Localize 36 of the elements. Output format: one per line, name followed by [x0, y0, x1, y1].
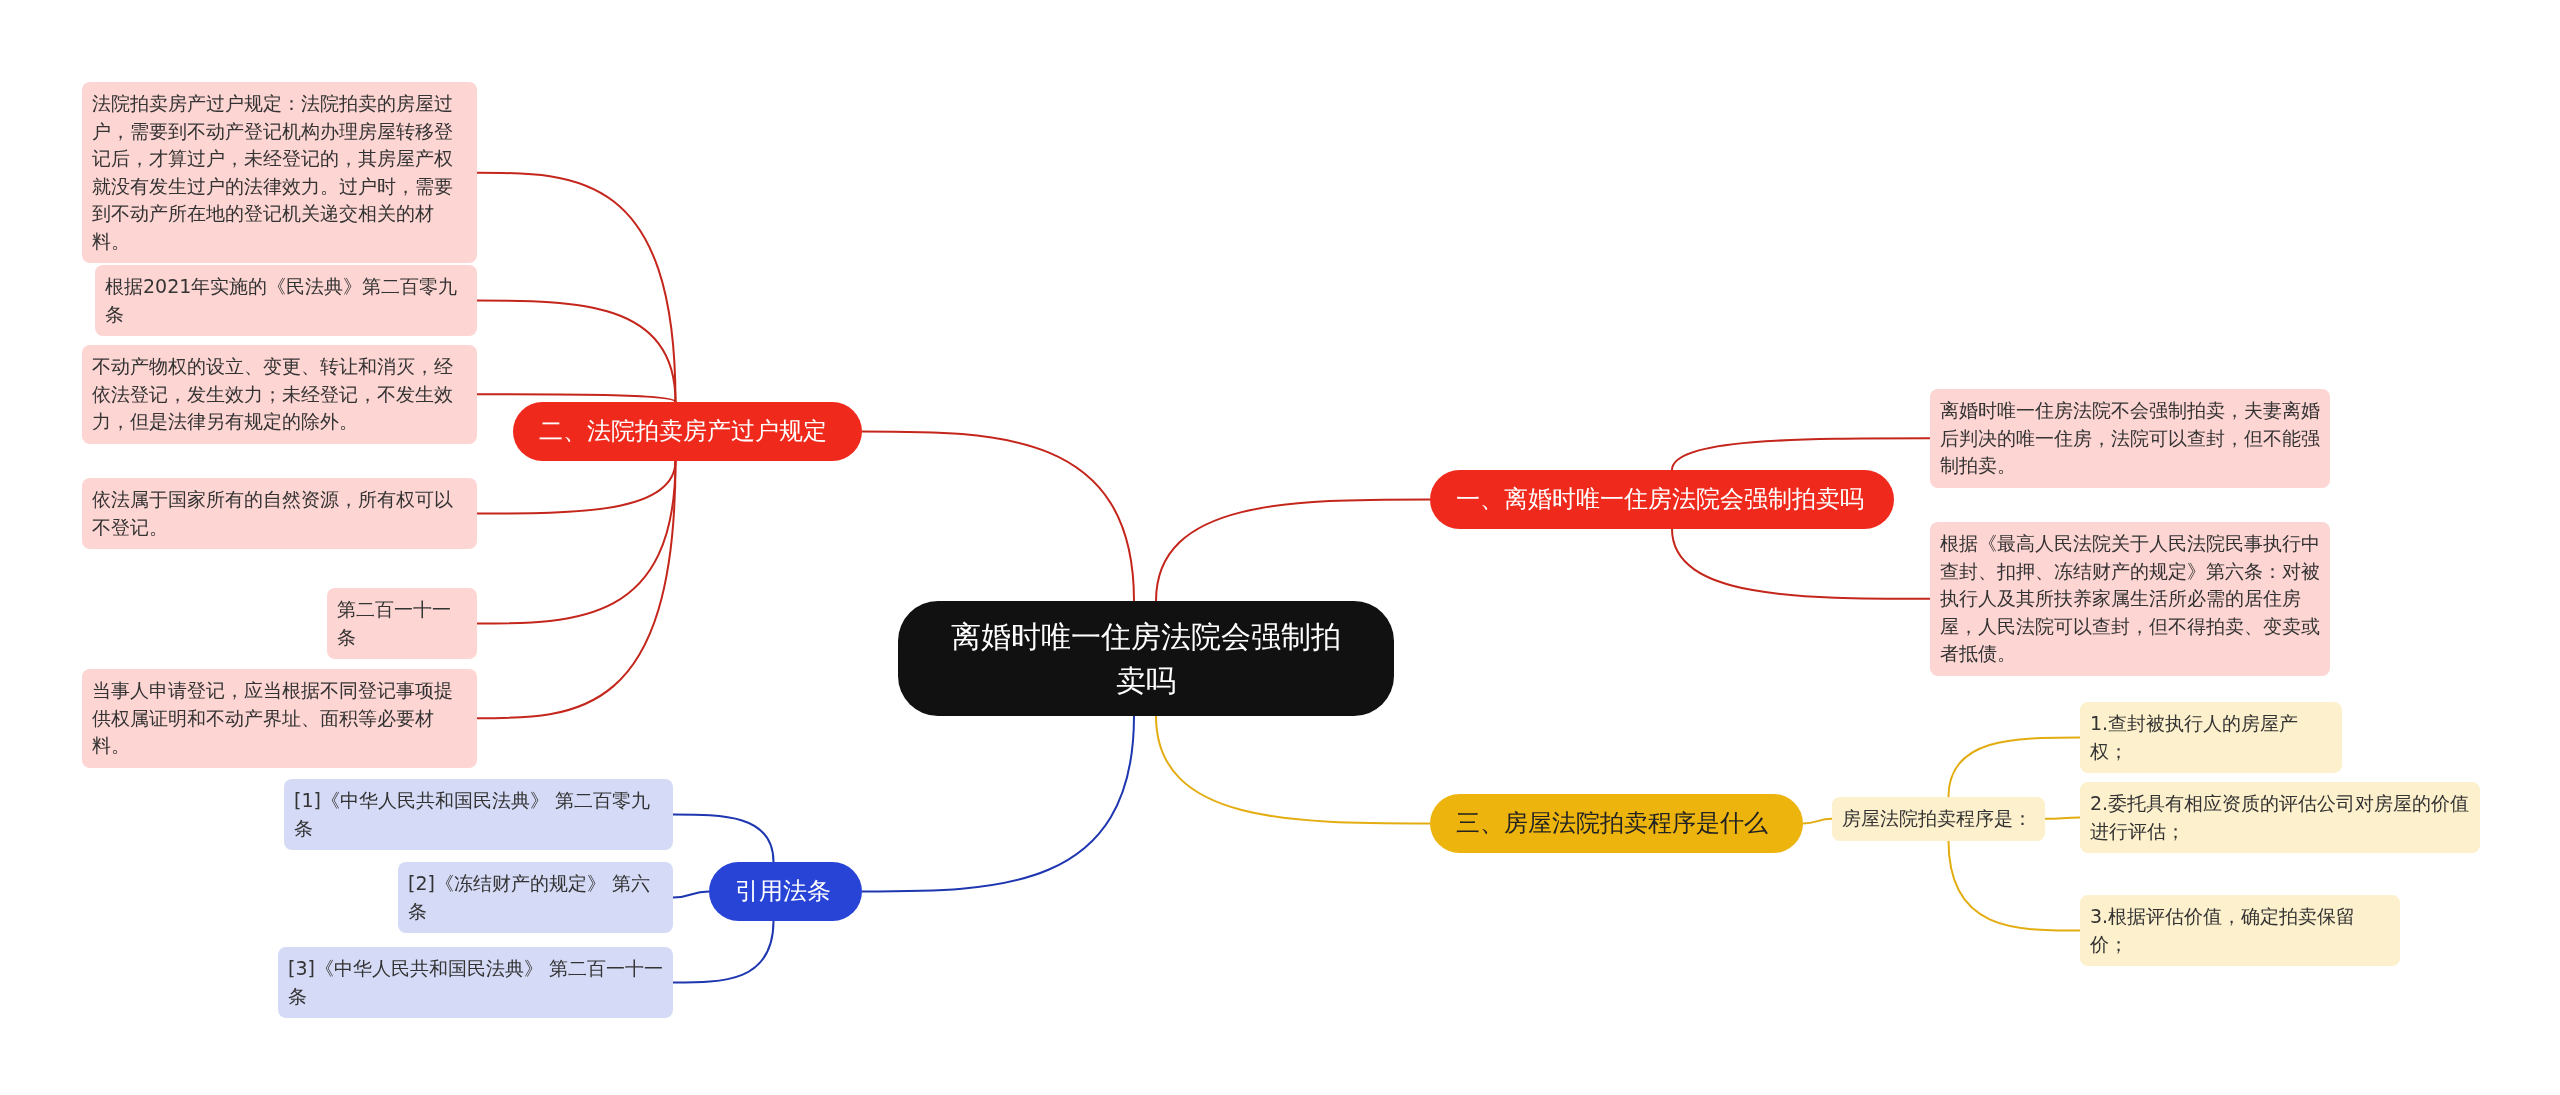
note-box: 离婚时唯一住房法院不会强制拍卖，夫妻离婚后判决的唯一住房，法院可以查封，但不能强制拍卖。 — [1930, 389, 2330, 488]
note-box: 3.根据评估价值，确定拍卖保留价； — [2080, 895, 2400, 967]
note-box: 根据2021年实施的《民法典》第二百零九条 — [95, 265, 477, 337]
note-box: 根据《最高人民法院关于人民法院民事执行中查封、扣押、冻结财产的规定》第六条：对被执行人及其所扶养家属生活所必需的居住房屋，人民法院可以查封，但不得拍卖、变卖或者抵债。 — [1930, 522, 2330, 676]
connector — [476, 393, 677, 403]
branch-topic: 引用法条 — [709, 862, 862, 921]
connector — [476, 299, 677, 403]
note-box: 依法属于国家所有的自然资源，所有权可以不登记。 — [82, 478, 477, 550]
connector — [861, 430, 1135, 602]
note-box: [1]《中华人民共和国民法典》 第二百零九条 — [284, 779, 673, 851]
note-box: 当事人申请登记，应当根据不同登记事项提供权属证明和不动产界址、面积等必要材料。 — [82, 669, 477, 768]
note-box: 2.委托具有相应资质的评估公司对房屋的价值进行评估； — [2080, 782, 2480, 854]
connector — [1947, 839, 2081, 932]
note-box: 法院拍卖房产过户规定：法院拍卖的房屋过户，需要到不动产登记机构办理房屋转移登记后，才算过户，未经登记的，其房屋产权就没有发生过户的法律效力。过户时，需要到不动产所在地的登记机关递交相关的材料。 — [82, 82, 477, 264]
note-box: 第二百一十一条 — [327, 588, 477, 660]
connector — [1671, 527, 1931, 600]
connector — [672, 813, 775, 863]
central-topic: 离婚时唯一住房法院会强制拍卖吗 — [898, 601, 1394, 716]
branch-topic: 一、离婚时唯一住房法院会强制拍卖吗 — [1430, 470, 1894, 529]
branch-topic: 二、法院拍卖房产过户规定 — [513, 402, 862, 461]
connector — [672, 919, 775, 984]
note-box: [2]《冻结财产的规定》 第六条 — [398, 862, 673, 934]
branch-topic: 三、房屋法院拍卖程序是什么 — [1430, 794, 1803, 853]
note-box: 1.查封被执行人的房屋产权； — [2080, 702, 2342, 774]
note-box: [3]《中华人民共和国民法典》 第二百一十一条 — [278, 947, 673, 1019]
note-box: 不动产物权的设立、变更、转让和消灭，经依法登记，发生效力；未经登记，不发生效力，但是法律另有规定的除外。 — [82, 345, 477, 444]
connector — [2044, 816, 2081, 820]
connector — [861, 715, 1135, 893]
connector — [1947, 736, 2081, 798]
connector — [1671, 437, 1931, 471]
connector — [1802, 817, 1833, 825]
connector — [1155, 498, 1431, 602]
connector — [1155, 715, 1431, 825]
note-box: 房屋法院拍卖程序是： — [1832, 797, 2045, 841]
connector — [672, 890, 710, 899]
connector — [476, 459, 677, 720]
